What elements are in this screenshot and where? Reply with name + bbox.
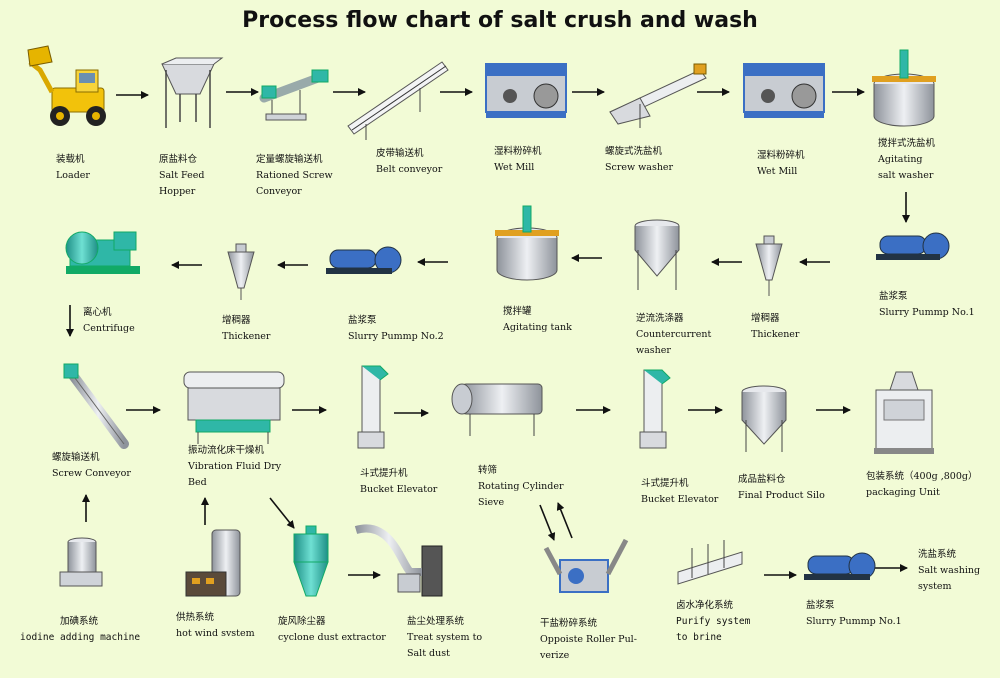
page-title: Process flow chart of salt crush and was… (242, 8, 758, 33)
centrifuge-icon (65, 231, 140, 274)
roller-pulverizer-icon (543, 538, 629, 593)
flow-arrows (66, 88, 910, 579)
rotating-sieve-icon (451, 383, 543, 436)
bucket-elevator-icon (639, 369, 671, 449)
countercurrent-washer-icon (634, 219, 680, 290)
inclined-screw-conveyor-icon (63, 363, 129, 449)
label-packaging: 包装系统（400g ,800g）packaging Unit (866, 471, 978, 498)
silo-icon (741, 385, 787, 452)
screw-washer-icon (609, 63, 707, 128)
iodine-machine-icon (59, 537, 103, 587)
hopper-icon (161, 57, 224, 128)
dust-treatment-icon (354, 524, 443, 597)
slurry-pump-icon (804, 552, 876, 580)
agitating-washer-icon (872, 49, 936, 127)
brine-purifier-icon (677, 540, 743, 585)
agitating-tank-icon (495, 205, 559, 281)
hot-wind-stove-icon (185, 529, 241, 597)
packaging-machine-icon (874, 371, 934, 454)
arrow-bed-cyclone (269, 497, 295, 529)
fluid-dry-bed-icon (183, 371, 285, 444)
slurry-pump-icon (326, 246, 402, 274)
screw-conveyor-icon (259, 69, 329, 121)
wet-mill-icon (485, 63, 567, 118)
thickener-icon (227, 243, 255, 300)
slurry-pump-icon (876, 232, 950, 260)
cyclone-icon (293, 525, 329, 597)
arrow-sieve-roller (539, 504, 556, 541)
thickener-icon (755, 235, 783, 296)
bucket-elevator-icon (357, 365, 389, 449)
arrow-roller-sieve (556, 502, 573, 539)
loader-icon (27, 45, 106, 126)
wet-mill-icon (743, 63, 825, 118)
belt-conveyor-icon (347, 61, 449, 140)
